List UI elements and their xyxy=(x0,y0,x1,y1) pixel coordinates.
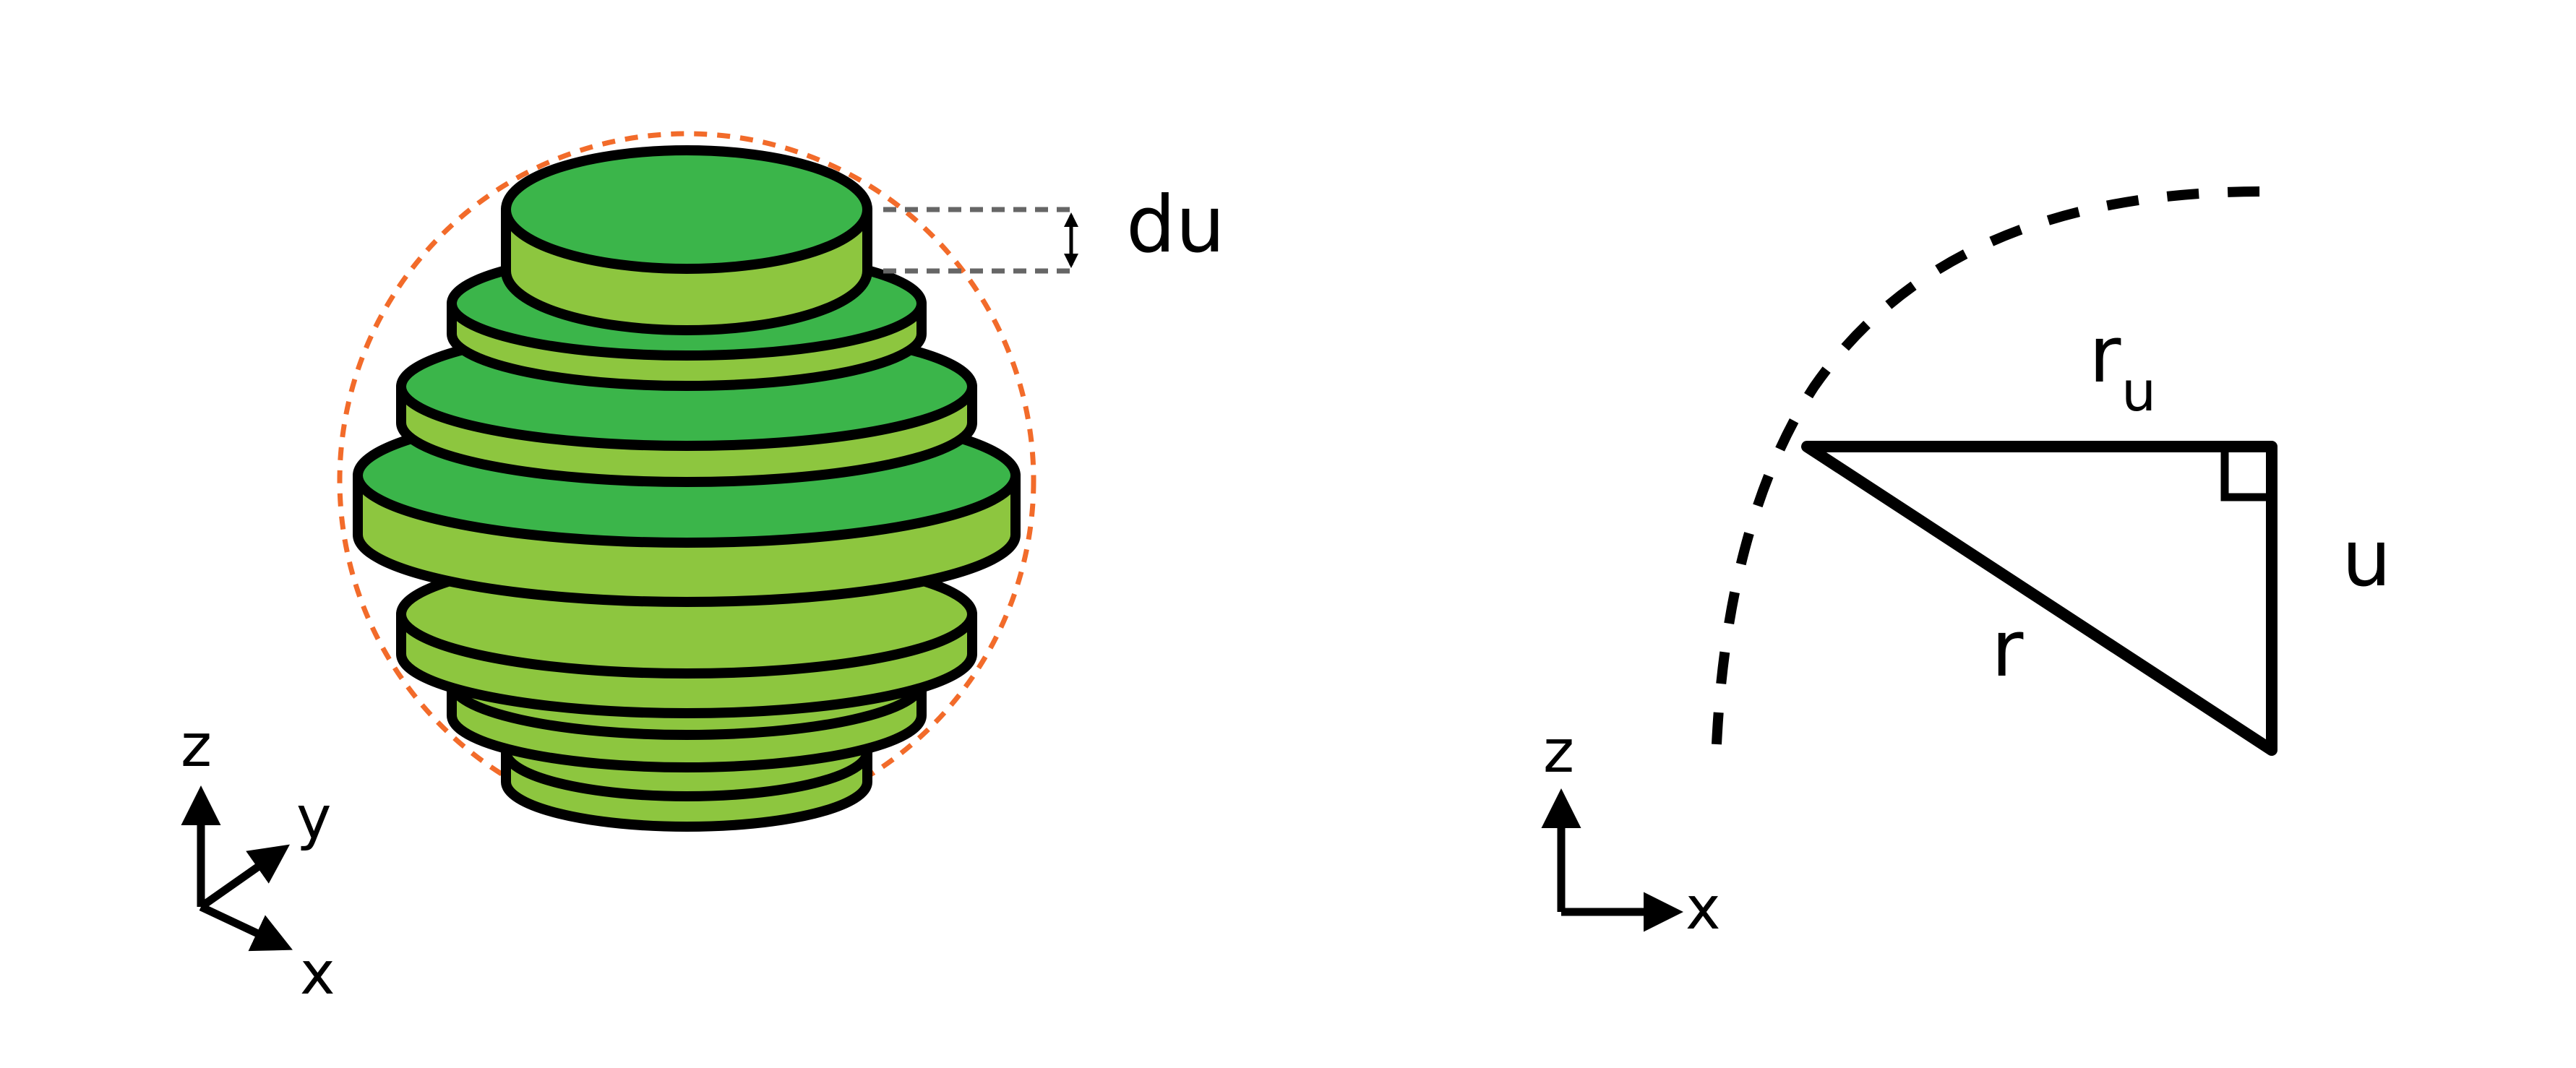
axes-xyz: z y x xyxy=(181,712,335,1008)
axis-x-label-2: x xyxy=(1686,874,1721,943)
geometry-diagram: r u u r z x xyxy=(1541,186,2391,943)
right-triangle xyxy=(1801,441,2277,756)
du-label: du xyxy=(1126,180,1225,270)
axis-z-label-2: z xyxy=(1543,718,1574,786)
sphere-arc xyxy=(1712,186,2270,745)
disk-stack-diagram: du z y x xyxy=(181,131,1225,1008)
r-label: r xyxy=(1991,604,2024,694)
axis-x-label: x xyxy=(300,939,335,1008)
disk-1 xyxy=(501,145,872,335)
u-label: u xyxy=(2342,514,2391,604)
r-u-subscript: u xyxy=(2121,359,2156,423)
axes-xz: z x xyxy=(1541,718,1721,943)
axis-z-label: z xyxy=(181,712,212,780)
r-u-label: r xyxy=(2089,310,2121,400)
right-angle-marker xyxy=(2220,447,2272,501)
axis-y-label: y xyxy=(296,784,332,853)
